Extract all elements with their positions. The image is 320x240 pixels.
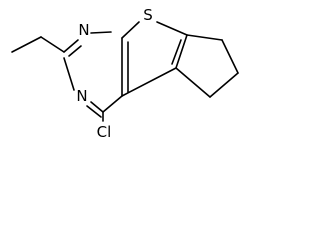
bond-c2-n1-double: [68, 45, 82, 57]
bond-c7-c6: [221, 39, 239, 74]
atom-n1-label: N: [78, 21, 89, 39]
bond-c2-n1: [63, 39, 79, 53]
bond-c7a-c4b: [175, 34, 188, 69]
atom-n3-label: N: [76, 87, 87, 105]
molecule-structure: N N S Cl: [11, 6, 239, 141]
bond-c6-c5: [209, 72, 239, 98]
atom-s-label: S: [143, 6, 153, 24]
bond-s-c7a: [156, 21, 188, 36]
bond-c4-n3-double: [86, 105, 102, 118]
bond-c7a-c4b-double: [171, 39, 182, 65]
bond-c5-c4b: [175, 67, 211, 98]
bond-c4-n3: [90, 101, 104, 113]
bond-c4b-c4a: [121, 67, 177, 97]
bond-ethyl-ch2-c2: [40, 36, 65, 53]
bond-ethyl-ch3-ch2: [11, 36, 42, 53]
bond-c8a-s: [121, 21, 140, 39]
bond-c4a-c4: [102, 95, 123, 113]
atom-cl-label: Cl: [97, 123, 112, 141]
bond-n3-c2: [63, 57, 75, 91]
bond-n1-c8a: [90, 31, 112, 34]
bond-c7a-c7: [186, 34, 223, 41]
